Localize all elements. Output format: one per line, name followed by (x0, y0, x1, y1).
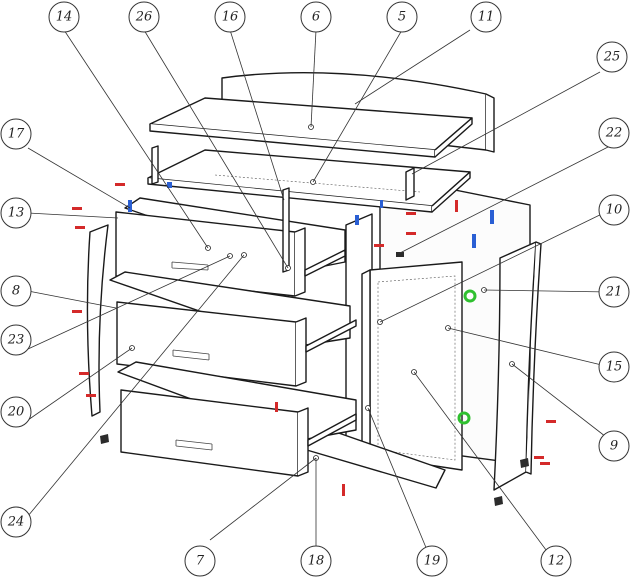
svg-text:23: 23 (7, 333, 25, 348)
callout-18: 18 (300, 545, 332, 577)
svg-text:25: 25 (603, 50, 621, 65)
svg-text:24: 24 (7, 515, 25, 530)
svg-text:26: 26 (135, 10, 153, 25)
svg-text:8: 8 (12, 284, 20, 299)
svg-text:21: 21 (605, 285, 623, 300)
callout-11: 11 (470, 1, 502, 33)
hinge-icon (457, 411, 471, 425)
shelf-clips (128, 182, 494, 248)
svg-text:10: 10 (606, 203, 623, 218)
door-panel (361, 261, 463, 471)
callout-14: 14 (48, 1, 80, 33)
svg-text:20: 20 (7, 405, 25, 420)
svg-text:13: 13 (8, 206, 25, 221)
callout-9: 9 (598, 430, 630, 462)
callout-17: 17 (0, 118, 32, 150)
callout-13: 13 (0, 197, 32, 229)
callout-12: 12 (540, 545, 572, 577)
callout-19: 19 (416, 545, 448, 577)
feet (100, 252, 529, 506)
callout-8: 8 (0, 275, 32, 307)
svg-text:9: 9 (610, 439, 618, 454)
callout-7: 7 (184, 545, 216, 577)
svg-text:7: 7 (196, 554, 205, 569)
svg-text:5: 5 (398, 10, 406, 25)
svg-text:19: 19 (424, 554, 441, 569)
callout-20: 20 (0, 396, 32, 428)
svg-text:17: 17 (8, 127, 25, 142)
callout-6: 6 (300, 1, 332, 33)
callout-5: 5 (386, 1, 418, 33)
svg-text:18: 18 (308, 554, 325, 569)
svg-text:12: 12 (548, 554, 565, 569)
callout-23: 23 (0, 324, 32, 356)
callout-21: 21 (598, 276, 630, 308)
right-side-panel (493, 241, 542, 491)
callout-10: 10 (598, 194, 630, 226)
callout-26: 26 (128, 1, 160, 33)
door-hinges (457, 289, 477, 425)
callout-16: 16 (214, 1, 246, 33)
callout-24: 24 (0, 506, 32, 538)
drawer-middle (109, 271, 357, 387)
svg-text:6: 6 (312, 10, 320, 25)
leader-lines (27, 29, 611, 563)
svg-text:16: 16 (222, 10, 239, 25)
dowels (72, 183, 556, 496)
svg-text:14: 14 (56, 10, 73, 25)
drawer-bottom (117, 361, 357, 477)
hinge-icon (463, 289, 477, 303)
callout-22: 22 (598, 117, 630, 149)
callout-25: 25 (596, 41, 628, 73)
svg-text:15: 15 (606, 360, 623, 375)
drawer-top (115, 197, 346, 297)
left-side-panel (86, 224, 109, 417)
svg-text:22: 22 (605, 126, 623, 141)
svg-text:11: 11 (478, 10, 495, 25)
callout-15: 15 (598, 351, 630, 383)
middle-shelf (147, 149, 471, 213)
